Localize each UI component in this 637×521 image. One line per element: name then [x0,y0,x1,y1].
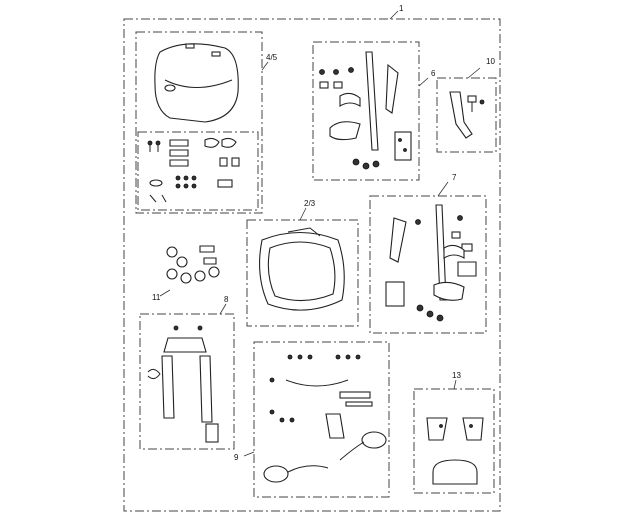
bracket-7 [385,204,477,322]
group-4-5-frame [135,31,263,214]
group-7-frame [369,195,487,334]
callout-6: 6 [431,69,436,78]
callout-4-5: 4/5 [266,53,278,62]
group-2-3-frame [246,219,359,327]
callout-2-3: 2/3 [304,199,316,208]
group-10-frame [436,77,497,153]
liner-bag [259,227,345,311]
callout-7: 7 [452,173,457,182]
callout-10: 10 [486,57,495,66]
case-fixings [147,137,240,203]
template-sheet [426,417,484,485]
lock-set [166,245,220,284]
assembly-1-frame [123,18,501,512]
callout-1: 1 [399,4,404,13]
rear-mount [147,325,219,443]
callout-13: 13 [452,371,461,380]
bracket-10 [449,91,485,139]
indicator-kit [263,354,387,483]
bracket-6 [319,51,412,170]
callout-11: 11 [152,293,161,302]
group-8-frame [139,313,235,450]
callout-8: 8 [224,295,229,304]
callout-9: 9 [234,453,239,462]
fixings-subframe [137,131,259,211]
group-9-frame [253,341,390,498]
group-6-frame [312,41,420,181]
pannier-case [154,43,239,123]
